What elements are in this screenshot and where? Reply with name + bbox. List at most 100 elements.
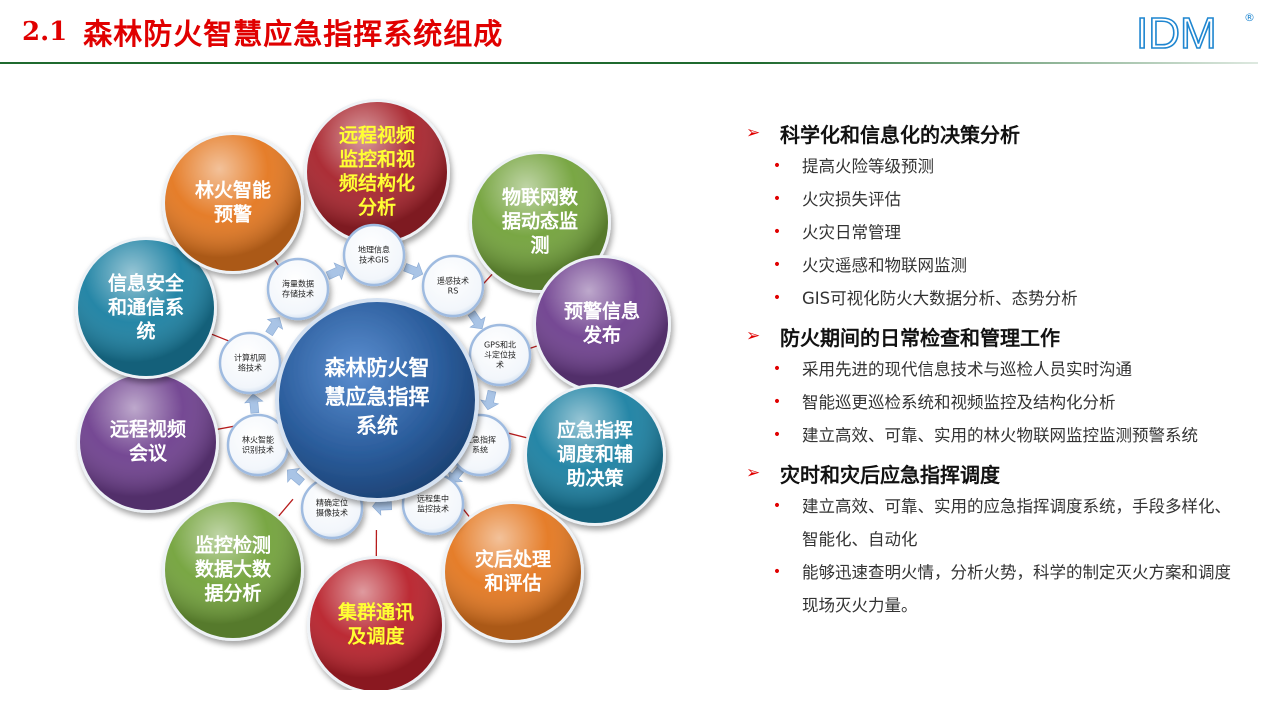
bullet-icon: •: [772, 158, 782, 174]
outer-node-label: 监控检测: [195, 534, 271, 557]
tech-node-label: 斗定位技: [484, 350, 516, 360]
tech-node-label: RS: [448, 287, 459, 296]
outer-node-label: 和通信系: [108, 296, 184, 319]
section-title: 灾时和灾后应急指挥调度: [780, 462, 1000, 487]
tech-node-label: 络技术: [238, 363, 262, 373]
tech-node-label: 监控技术: [417, 504, 449, 514]
tech-node-label: GPS和北: [484, 341, 516, 350]
ring-arrow-icon: [265, 317, 284, 337]
bullet-icon: •: [772, 257, 782, 273]
section-title: 科学化和信息化的决策分析: [780, 122, 1020, 147]
outer-node-label: 和评估: [484, 572, 541, 595]
outer-node-gloss: [165, 135, 301, 271]
outer-node-label: 应急指挥: [557, 419, 633, 442]
logo-registered-mark: ®: [1244, 11, 1255, 24]
arrow-bullet-icon: ➢: [746, 123, 761, 143]
outer-node-label: 调度和辅: [557, 443, 633, 466]
arrow-bullet-icon: ➢: [746, 463, 761, 483]
ring-arrow-icon: [244, 393, 264, 414]
outer-node-gloss: [472, 154, 608, 290]
outer-node-label: 发布: [582, 324, 621, 347]
outer-node-label: 信息安全: [108, 272, 185, 295]
outer-node-gloss: [310, 559, 442, 690]
outer-node-label: 灾后处理: [475, 548, 551, 571]
bullet-icon: •: [772, 361, 782, 377]
bullet-icon: •: [772, 498, 782, 514]
outer-node-label: 统: [136, 320, 155, 343]
list-item: •智能巡更巡检系统和视频监控及结构化分析: [746, 386, 1266, 419]
outer-node-label: 集群通讯: [337, 601, 414, 624]
ring-arrow-icon: [287, 467, 305, 486]
outer-node-label: 远程视频: [110, 418, 186, 441]
center-node-label: 慧应急指挥: [325, 385, 430, 409]
tech-node-label: 摄像技术: [316, 508, 348, 518]
tech-node-label: 遥感技术: [437, 276, 469, 286]
outer-node-gloss: [536, 258, 668, 390]
center-node: 森林防火智慧应急指挥系统: [275, 298, 479, 502]
tech-node-circle: [218, 331, 282, 395]
outer-node-label: 会议: [129, 442, 168, 465]
outer-node-label: 据动态监: [502, 210, 578, 233]
bullet-icon: •: [772, 394, 782, 410]
tech-node-circle: [468, 323, 532, 387]
tech-node-circle: [266, 257, 330, 321]
outer-node-gloss: [165, 502, 301, 638]
ring-arrow-icon: [325, 262, 346, 281]
list-item: • 提高火险等级预测: [746, 150, 1266, 183]
list-item-text: 提高火险等级预测: [802, 157, 934, 176]
tech-node-circle: [342, 223, 406, 287]
bullet-icon: •: [772, 564, 782, 580]
outer-node-label: 助决策: [566, 467, 624, 490]
bullet-icon: •: [772, 427, 782, 443]
outer-node-gloss: [307, 102, 447, 242]
list-item-text: 火灾日常管理: [802, 223, 901, 242]
list-item-text: GIS可视化防火大数据分析、态势分析: [802, 289, 1078, 308]
center-node-label: 系统: [356, 414, 398, 438]
tech-node-label: 应急指挥: [464, 435, 496, 445]
outer-node-gloss: [527, 387, 663, 523]
list-item-text: 火灾遥感和物联网监测: [802, 256, 967, 275]
outer-node-label: 据分析: [204, 582, 261, 605]
list-item: • 建立高效、可靠、实用的林火物联网监控监测预警系统: [746, 419, 1266, 452]
tech-node-label: 海量数据: [282, 279, 314, 289]
tech-node-label: 存储技术: [282, 289, 314, 299]
tech-node-label: 地理信息: [358, 245, 390, 255]
tech-node-circle: [421, 254, 485, 318]
center-node-label: 森林防火智: [325, 356, 430, 380]
outer-node-label: 远程视频: [339, 124, 415, 147]
idm-logo: IDM ®: [1135, 8, 1255, 54]
tech-node-label: 术: [496, 360, 504, 370]
list-item: •采用先进的现代信息技术与巡检人员实时沟通: [746, 353, 1266, 386]
section-title: 防火期间的日常检查和管理工作: [780, 325, 1060, 350]
list-item: •能够迅速查明火情，分析火势，科学的制定灭火方案和调度现场灭火力量。: [746, 556, 1266, 622]
title-divider: [0, 62, 1258, 64]
ring-arrow-icon: [403, 262, 424, 281]
list-item-text: 建立高效、可靠、实用的应急指挥调度系统，手段多样化、智能化、自动化: [802, 497, 1231, 549]
outer-node-label: 测: [530, 235, 549, 257]
tech-node-label: 技术GIS: [359, 255, 389, 265]
list-item: • 火灾日常管理: [746, 216, 1266, 249]
arrow-bullet-icon: ➢: [746, 326, 761, 346]
bullet-icon: •: [772, 224, 782, 240]
list-item: •火灾损失评估: [746, 183, 1266, 216]
outer-node-label: 物联网数: [502, 186, 579, 209]
feature-list: ➢ 科学化和信息化的决策分析 • 提高火险等级预测 •火灾损失评估 • 火灾日常管理 • 火灾遥…: [746, 112, 1266, 622]
outer-node-gloss: [445, 504, 581, 640]
section-header: ➢ 防火期间的日常检查和管理工作: [746, 319, 1266, 353]
outer-node-label: 林火智能: [195, 179, 271, 202]
tech-node-label: 识别技术: [242, 445, 274, 455]
tech-node-label: 林火智能: [242, 435, 274, 445]
bullet-icon: •: [772, 290, 782, 306]
list-item-text: 建立高效、可靠、实用的林火物联网监控监测预警系统: [802, 426, 1198, 445]
